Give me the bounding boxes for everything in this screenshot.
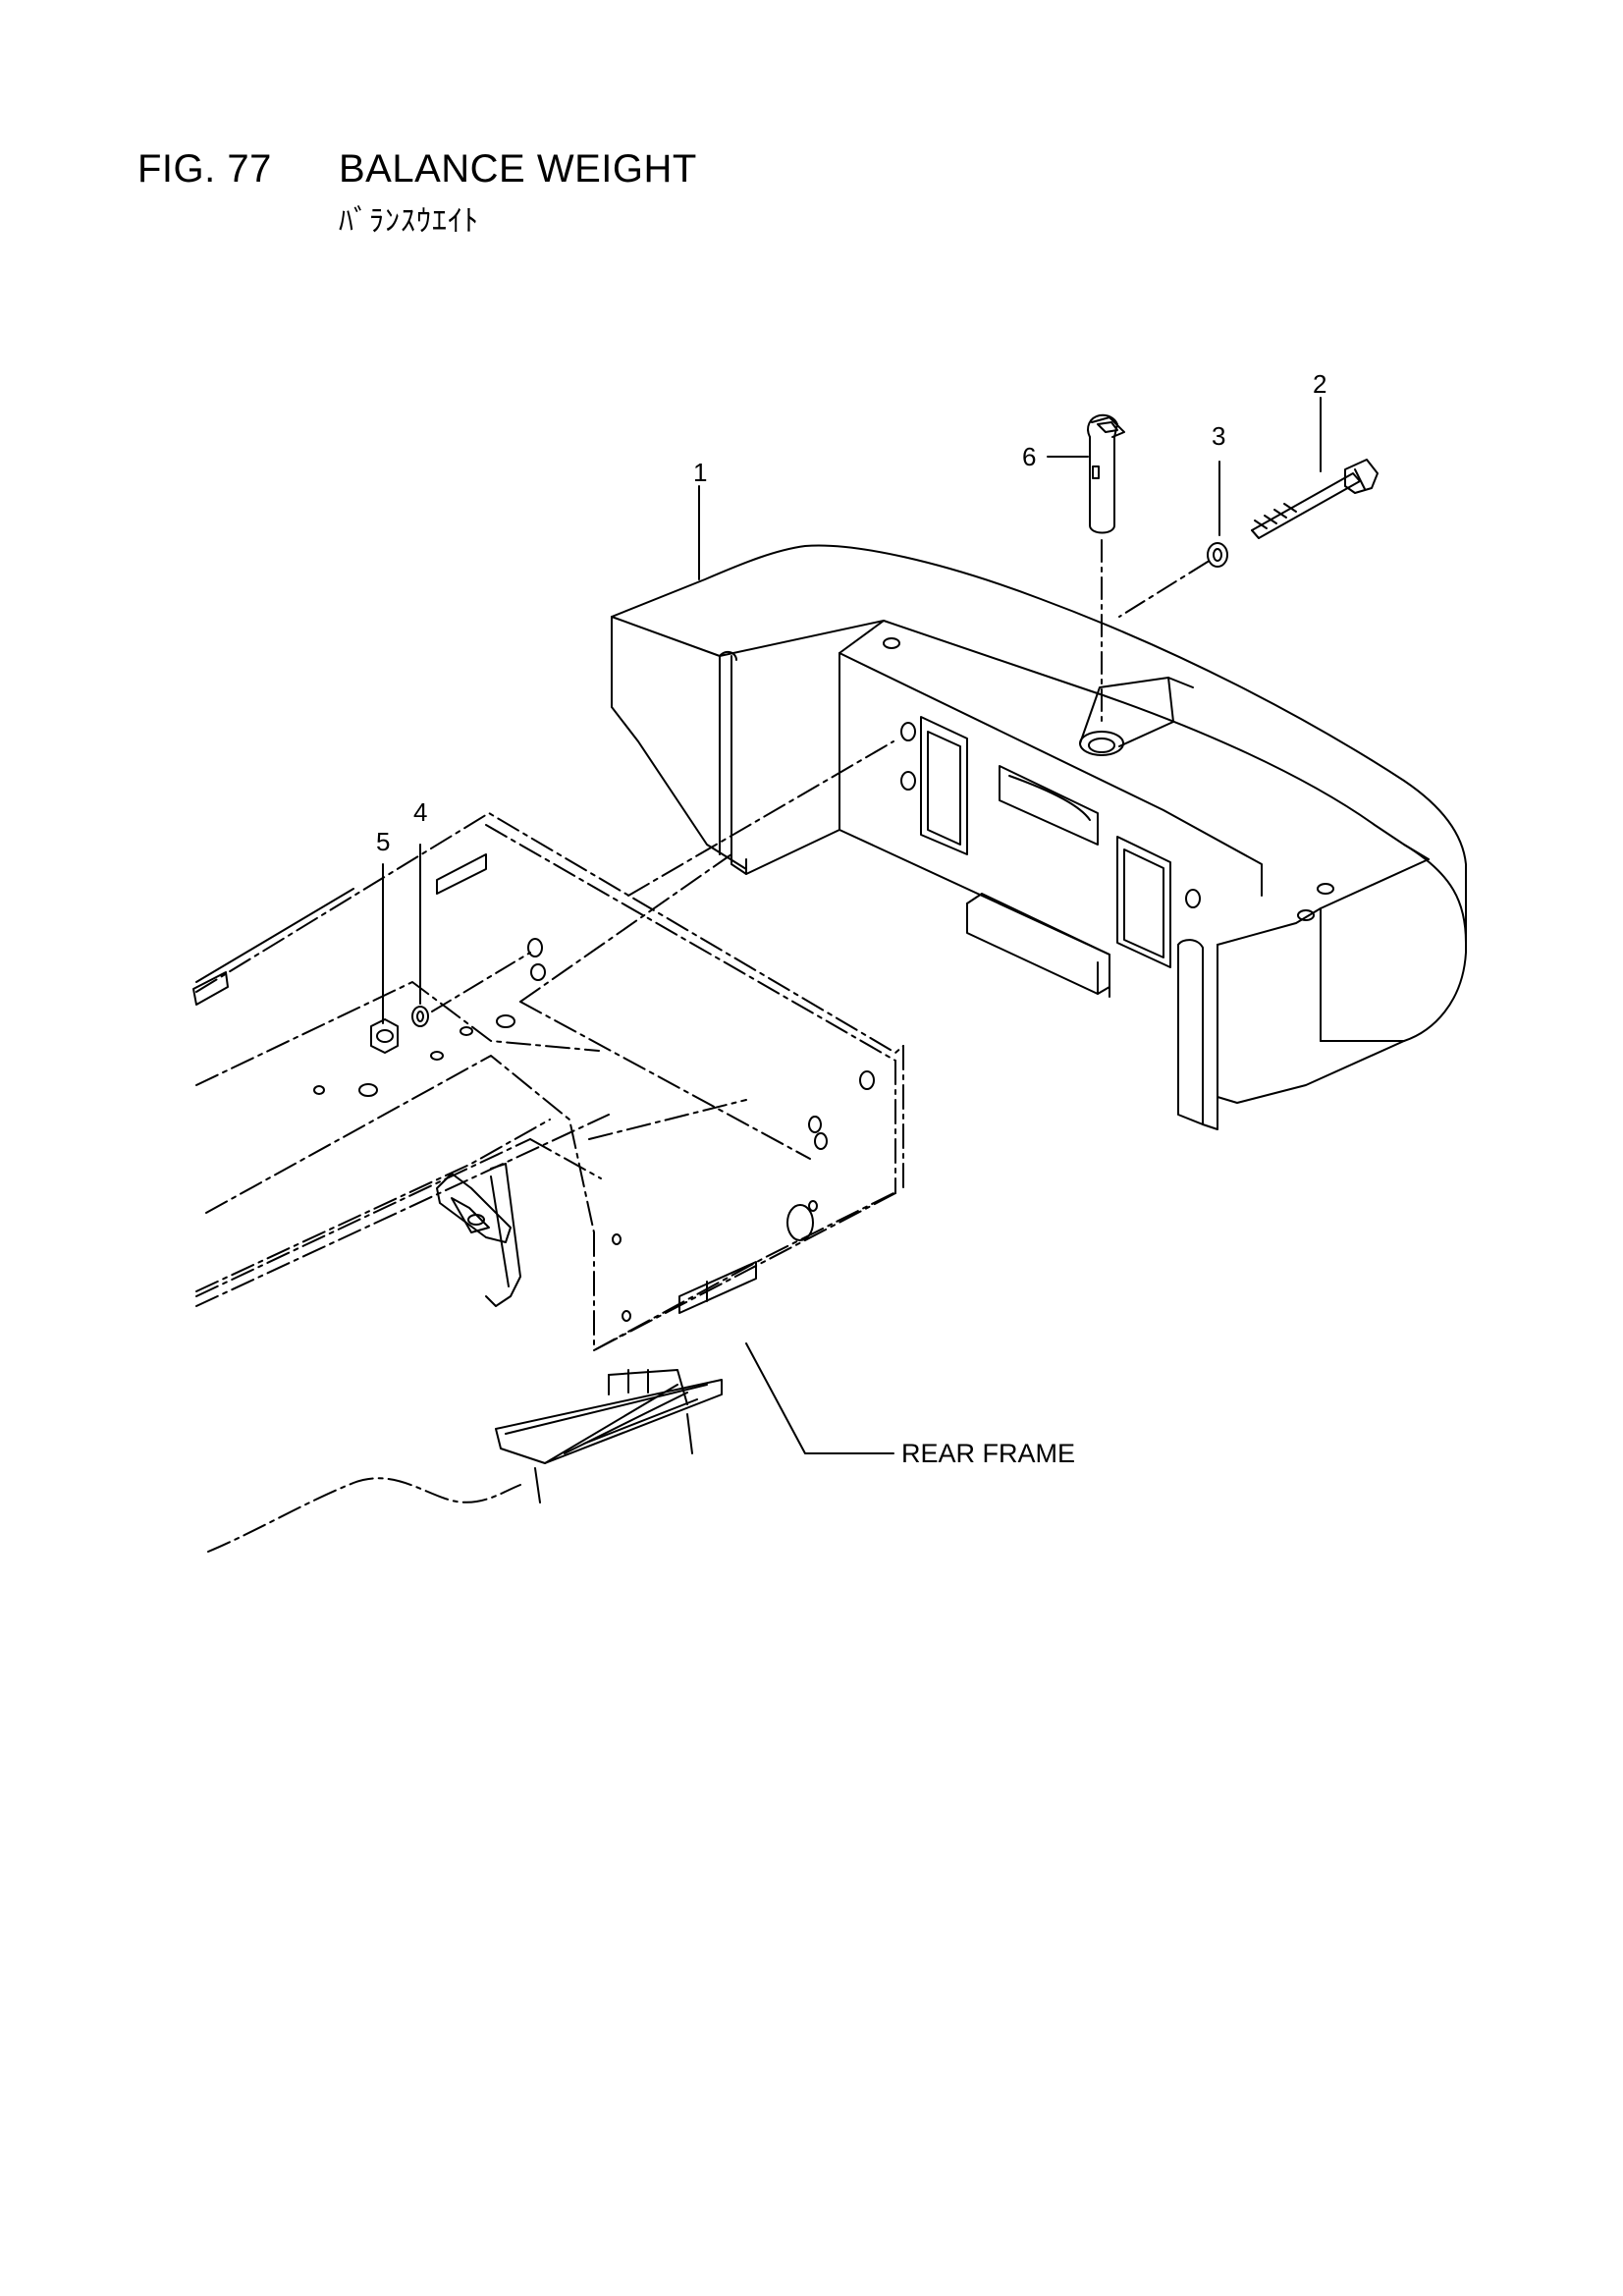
rear-frame-label: REAR FRAME [901, 1439, 1075, 1468]
pin-part [1087, 413, 1125, 728]
spring-washer-part [411, 1006, 429, 1027]
callout-5: 5 [376, 827, 390, 856]
callout-1: 1 [693, 458, 707, 487]
figure-subtitle: ﾊﾞﾗﾝｽｳｴｲﾄ [339, 205, 479, 238]
callout-2: 2 [1313, 369, 1326, 399]
bolt-part [1251, 459, 1379, 539]
rear-frame-details [192, 853, 875, 1503]
figure-title: BALANCE WEIGHT [339, 147, 697, 191]
balance-weight-part [611, 544, 1467, 1130]
callout-3: 3 [1212, 421, 1225, 451]
callout-labels: 1 2 3 4 5 6 REAR FRAME [376, 369, 1326, 1468]
callout-6: 6 [1022, 442, 1036, 471]
figure-number: FIG. 77 [137, 147, 272, 191]
callout-4: 4 [413, 797, 427, 827]
washer-part [1118, 542, 1228, 618]
leader-lines [382, 397, 1322, 1454]
nut-part [370, 1018, 399, 1054]
rear-frame-part [195, 740, 904, 1553]
